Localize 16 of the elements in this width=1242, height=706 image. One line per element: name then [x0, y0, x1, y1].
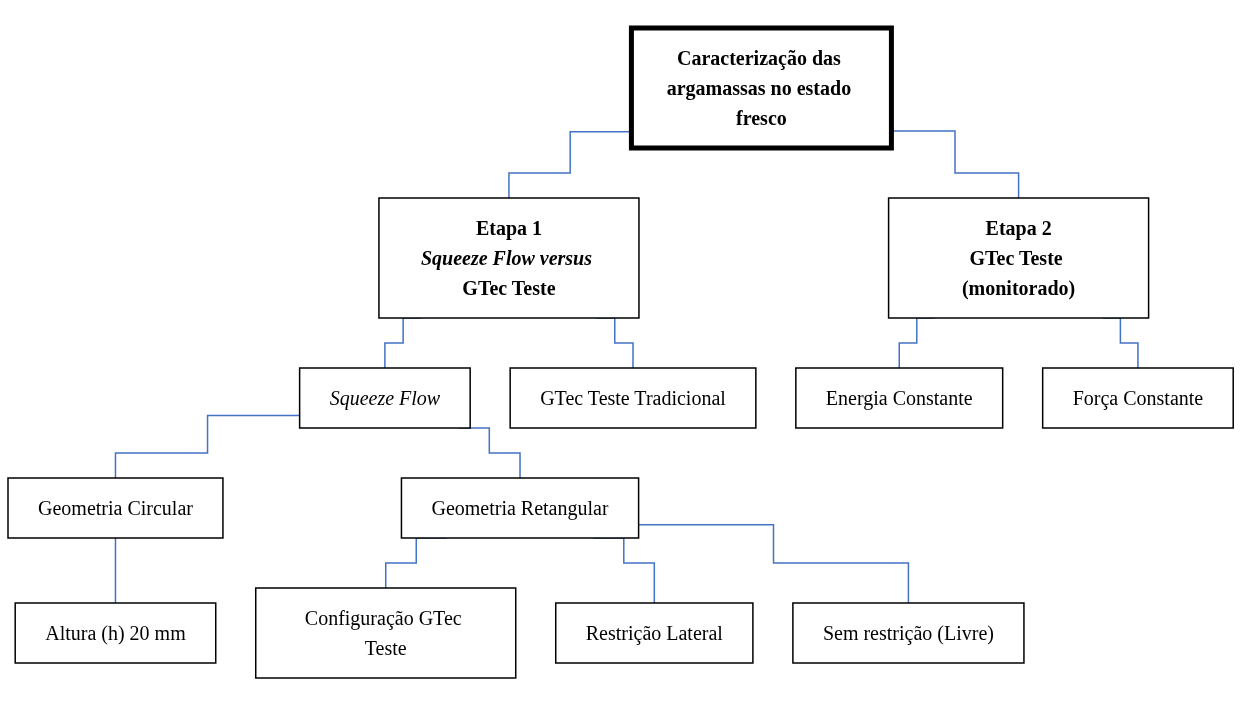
node-box: Geometria Retangular — [401, 477, 640, 539]
node-box: Altura (h) 20 mm — [14, 602, 217, 664]
node-box: Caracterização das argamassas no estado fresco — [629, 25, 895, 151]
connector — [638, 524, 910, 604]
node-box: Sem restrição (Livre) — [792, 602, 1026, 664]
node-box: Etapa 1 Squeeze Flow versus GTec Teste — [378, 197, 641, 319]
node-box: GTec Teste Tradicional — [509, 367, 757, 429]
node-box: Força Constante — [1042, 367, 1235, 429]
node-box: Configuração GTec Teste — [255, 587, 517, 679]
node-box: Etapa 2 GTec Teste (monitorado) — [888, 197, 1150, 319]
connector — [115, 537, 117, 604]
node-box: Restrição Lateral — [555, 602, 755, 664]
node-box: Energia Constante — [795, 367, 1004, 429]
node-box: Squeeze Flow — [299, 367, 472, 429]
connector — [115, 414, 301, 479]
node-box: Geometria Circular — [7, 477, 225, 539]
